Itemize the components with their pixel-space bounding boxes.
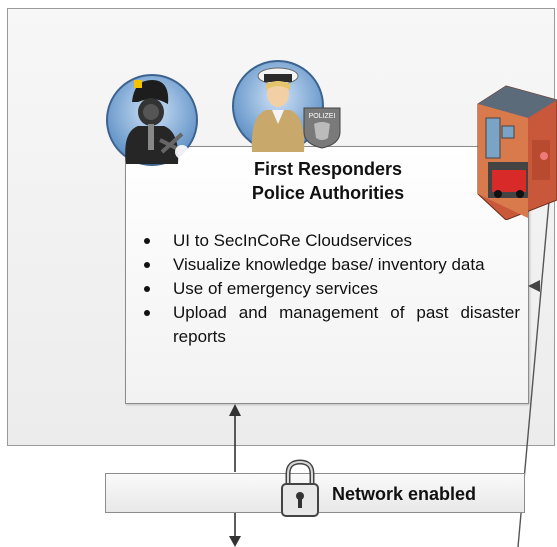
responders-info-box: First Responders Police Authorities UI t… <box>125 146 529 404</box>
bullet-emergency-services: Use of emergency services <box>142 277 520 301</box>
arrow-left-head <box>528 280 540 292</box>
bullet-ui-cloudservices: UI to SecInCoRe Cloudservices <box>142 229 520 253</box>
bullet-upload-reports: Upload and management of past disaster r… <box>142 301 520 349</box>
fire-station-icon <box>477 85 557 220</box>
firefighter-icon <box>106 74 198 166</box>
title-first-responders: First Responders <box>253 159 403 179</box>
padlock-icon <box>281 459 319 517</box>
title-police-authorities: Police Authorities <box>251 183 405 203</box>
arrow-up-head <box>229 404 241 416</box>
capability-list: UI to SecInCoRe Cloudservices Visualize … <box>142 229 520 349</box>
police-badge-text: POLIZEI <box>309 113 336 120</box>
arrow-down-head <box>229 536 241 547</box>
police-badge-icon: POLIZEI <box>303 107 341 149</box>
box-title: First Responders Police Authorities <box>126 157 530 205</box>
police-officer-icon <box>232 60 324 152</box>
network-enabled-label: Network enabled <box>332 484 477 504</box>
bullet-visualize-knowledge: Visualize knowledge base/ inventory data <box>142 253 520 277</box>
